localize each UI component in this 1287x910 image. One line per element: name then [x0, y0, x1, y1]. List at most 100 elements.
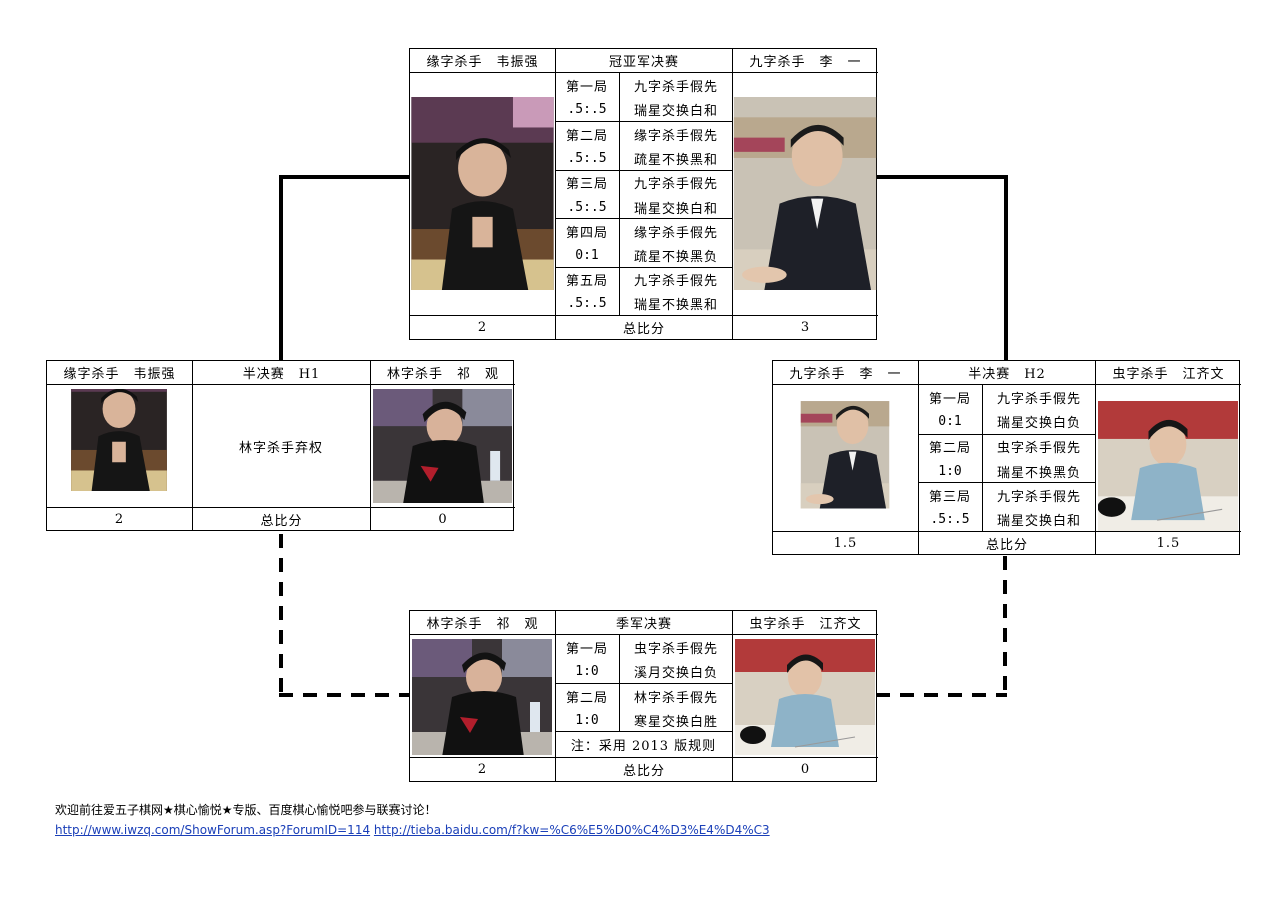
player-photo-qi: [373, 389, 512, 503]
bracket-line-left-vertical: [279, 175, 283, 360]
third-games-list: 第一局 1:0 虫字杀手假先溪月交换白负第二局 1:0 林字杀手假先寒星交换白胜: [555, 635, 732, 732]
game-name: 第一局: [565, 641, 608, 657]
semi1-title: 半决赛 H1: [192, 361, 370, 385]
semi2-left-player: 九字杀手 李 一: [773, 361, 918, 385]
bracket-line-right-horizontal: [876, 175, 1008, 179]
game-detail-line2: 寒星交换白胜: [619, 708, 732, 732]
game-detail-line2: 瑞星不换黑负: [982, 458, 1095, 484]
game-name: 第三局: [928, 489, 971, 505]
game-detail-line2: 瑞星交换白和: [982, 507, 1095, 532]
final-right-player: 九字杀手 李 一: [732, 49, 878, 73]
game-score: 1:0: [575, 663, 599, 679]
semi1-left-player: 缘字杀手 韦振强: [47, 361, 192, 385]
game-detail-line2: 疏星不换黑负: [619, 243, 732, 268]
final-left-player: 缘字杀手 韦振强: [410, 49, 555, 73]
player-photo-wei: [49, 389, 189, 503]
final-left-total: 2: [410, 315, 555, 339]
game-name: 第四局: [565, 225, 608, 241]
game-row: 第三局 .5:.5 九字杀手假先瑞星交换白和: [918, 482, 1095, 532]
game-score: 1:0: [575, 712, 599, 728]
game-detail-line1: 缘字杀手假先: [619, 219, 732, 244]
third-left-player: 林字杀手 祁 观: [410, 611, 555, 635]
game-detail-line2: 溪月交换白负: [619, 659, 732, 683]
game-row: 第一局 1:0 虫字杀手假先溪月交换白负: [555, 635, 732, 683]
semi1-right-player: 林字杀手 祁 观: [370, 361, 515, 385]
game-score: .5:.5: [930, 512, 970, 528]
game-detail-line2: 疏星不换黑和: [619, 146, 732, 171]
bracket-dash-right-horizontal: [876, 693, 1007, 697]
semi1-left-total: 2: [47, 507, 192, 530]
game-name: 第二局: [565, 128, 608, 144]
player-photo-qi: [412, 639, 552, 755]
footer-text: 欢迎前往爱五子棋网★棋心愉悦★专版、百度棋心愉悦吧参与联赛讨论！: [55, 803, 437, 817]
game-score: .5:.5: [567, 151, 607, 167]
game-detail-line1: 九字杀手假先: [619, 73, 732, 98]
game-score: .5:.5: [567, 296, 607, 312]
bracket-dash-left-vertical: [279, 534, 283, 696]
bracket-dash-right-vertical: [1003, 556, 1007, 696]
third-title: 季军决赛: [555, 611, 732, 635]
footer: 欢迎前往爱五子棋网★棋心愉悦★专版、百度棋心愉悦吧参与联赛讨论！ http://…: [55, 800, 770, 840]
game-detail-line2: 瑞星交换白和: [619, 194, 732, 220]
game-row: 第一局 0:1 九字杀手假先瑞星交换白负: [918, 385, 1095, 434]
final-total-label: 总比分: [555, 315, 732, 339]
third-total-label: 总比分: [555, 757, 732, 781]
game-score: 0:1: [575, 247, 599, 263]
semi2-match-card: 九字杀手 李 一 半决赛 H2 虫字杀手 江齐文 第一局 0:1 九字杀手假先瑞星交…: [772, 360, 1241, 555]
game-detail-line2: 瑞星不换黑和: [619, 291, 732, 316]
semi1-total-label: 总比分: [192, 507, 370, 530]
semi2-games-list: 第一局 0:1 九字杀手假先瑞星交换白负第二局 1:0 虫字杀手假先瑞星不换黑负第三局.…: [918, 385, 1095, 532]
game-row: 第一局 .5:.5 九字杀手假先瑞星交换白和: [555, 73, 732, 122]
game-name: 第一局: [928, 391, 971, 407]
player-photo-li: [775, 401, 915, 516]
game-detail-line1: 九字杀手假先: [982, 483, 1095, 508]
semi2-right-player: 虫字杀手 江齐文: [1095, 361, 1241, 385]
bracket-line-right-vertical: [1004, 175, 1008, 360]
final-right-total: 3: [732, 315, 878, 339]
game-name: 第一局: [565, 79, 608, 95]
game-row: 第五局 .5:.5 九字杀手假先瑞星不换黑和: [555, 266, 732, 316]
game-row: 第二局 1:0 林字杀手假先寒星交换白胜: [555, 683, 732, 732]
player-photo-wei: [410, 97, 555, 290]
forum-link-tieba[interactable]: http://tieba.baidu.com/f?kw=%C6%E5%D0%C4…: [373, 823, 770, 837]
third-right-total: 0: [732, 757, 878, 781]
game-detail-line1: 九字杀手假先: [619, 267, 732, 292]
game-name: 第二局: [565, 690, 608, 706]
game-detail-line2: 瑞星交换白负: [982, 409, 1095, 434]
game-row: 第二局 1:0 虫字杀手假先瑞星不换黑负: [918, 433, 1095, 484]
forum-link-iwzq[interactable]: http://www.iwzq.com/ShowForum.asp?ForumI…: [55, 823, 371, 837]
semi2-left-total: 1.5: [773, 531, 918, 554]
game-row: 第四局 0:1 缘字杀手假先疏星不换黑负: [555, 218, 732, 268]
game-detail-line1: 九字杀手假先: [982, 385, 1095, 410]
final-match-card: 缘字杀手 韦振强 冠亚军决赛 九字杀手 李 一 第一局 .5:.5 九字杀手假先瑞星…: [409, 48, 878, 340]
semi2-total-label: 总比分: [918, 531, 1095, 554]
game-row: 第二局 .5:.5 缘字杀手假先疏星不换黑和: [555, 121, 732, 171]
player-photo-li: [733, 97, 877, 290]
game-score: 0:1: [938, 413, 962, 429]
game-score: .5:.5: [567, 101, 607, 117]
game-name: 第三局: [565, 177, 608, 193]
game-score: 1:0: [938, 463, 962, 479]
third-note: 注：采用 2013 版规则: [555, 731, 732, 757]
semi2-right-total: 1.5: [1095, 531, 1241, 554]
game-detail-line1: 林字杀手假先: [619, 684, 732, 708]
semi1-right-total: 0: [370, 507, 515, 530]
game-detail-line2: 瑞星交换白和: [619, 97, 732, 122]
game-detail-line1: 九字杀手假先: [619, 170, 732, 195]
game-detail-line1: 虫字杀手假先: [619, 635, 732, 659]
player-photo-jiang: [735, 639, 875, 755]
game-detail-line1: 虫字杀手假先: [982, 434, 1095, 459]
third-left-total: 2: [410, 757, 555, 781]
game-name: 第五局: [565, 274, 608, 290]
game-name: 第二局: [928, 441, 971, 457]
game-detail-line1: 缘字杀手假先: [619, 122, 732, 147]
semi1-match-card: 缘字杀手 韦振强 半决赛 H1 林字杀手 祁 观 林字杀手弃权 2 总比分 0: [46, 360, 515, 531]
final-title: 冠亚军决赛: [555, 49, 732, 73]
game-score: .5:.5: [567, 199, 607, 215]
bracket-line-left-horizontal: [279, 175, 410, 179]
semi2-title: 半决赛 H2: [918, 361, 1095, 385]
player-photo-jiang: [1098, 401, 1238, 531]
game-row: 第三局 .5:.5 九字杀手假先瑞星交换白和: [555, 169, 732, 220]
